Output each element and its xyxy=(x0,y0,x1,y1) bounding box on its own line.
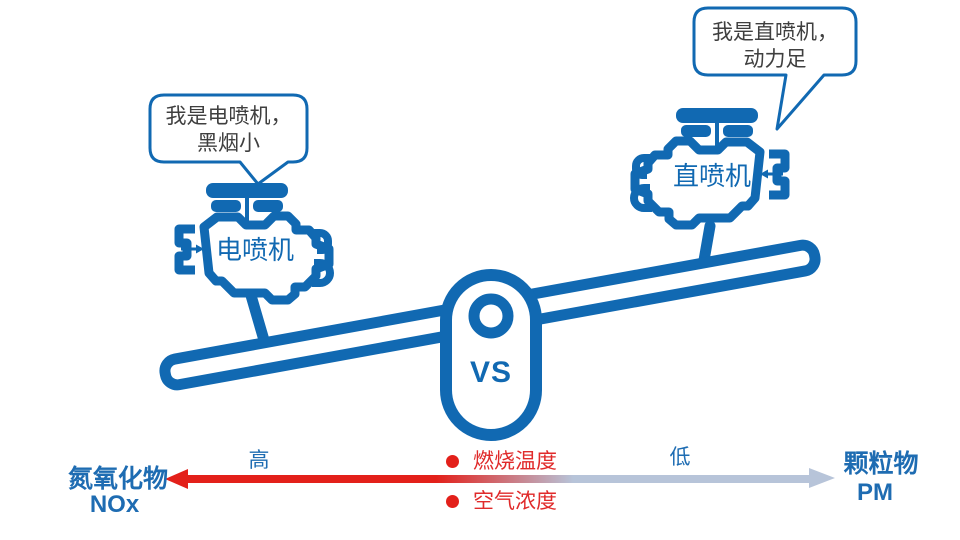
pivot-hinge-icon xyxy=(468,293,514,339)
factor-combustion-temp: 燃烧温度 xyxy=(473,450,557,473)
vs-label: VS xyxy=(469,356,513,389)
efi-engine-label: 电喷机 xyxy=(215,235,294,265)
right-arrowhead-icon xyxy=(809,468,835,488)
tradeoff-gradient-bar xyxy=(186,475,811,483)
left-speech-bubble xyxy=(148,93,309,186)
factor-air-concentration: 空气浓度 xyxy=(473,490,557,513)
right-bubble-line2: 动力足 xyxy=(743,48,807,71)
left-arrowhead-icon xyxy=(165,469,188,489)
right-level-label: 低 xyxy=(669,446,691,469)
pm-symbol-label: PM xyxy=(857,479,893,506)
right-speech-bubble xyxy=(692,6,858,131)
right-bubble-line1: 我是直喷机， xyxy=(712,21,838,44)
nox-symbol-label: NOx xyxy=(89,491,140,518)
pivot-post xyxy=(440,269,542,441)
factor-bullet-icon xyxy=(446,455,459,468)
left-level-label: 高 xyxy=(248,449,270,472)
di-engine-label: 直喷机 xyxy=(672,161,751,191)
pm-name-label: 颗粒物 xyxy=(843,450,919,478)
left-bubble-line2: 黑烟小 xyxy=(197,132,260,155)
factor-bullet-icon xyxy=(446,495,459,508)
left-bubble-line1: 我是电喷机， xyxy=(165,105,292,128)
nox-name-label: 氮氧化物 xyxy=(67,465,168,493)
